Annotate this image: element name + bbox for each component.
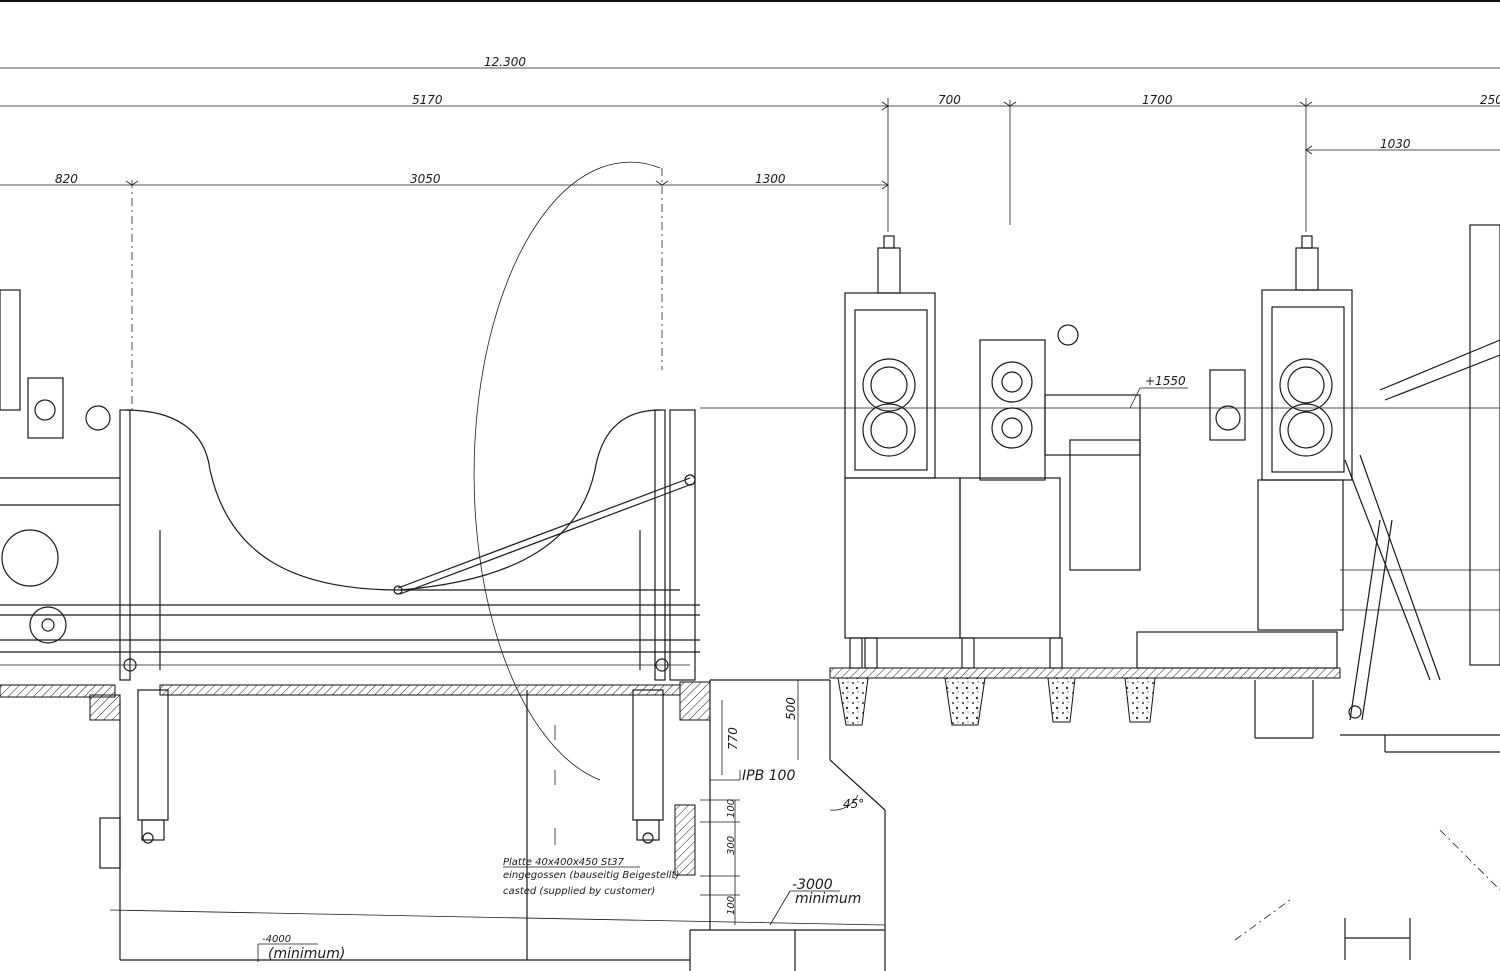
- loop-pit: [124, 161, 696, 781]
- pit-dimensions: 500 770 100 300 100 45°: [700, 680, 864, 925]
- level-4000-note: (minimum): [268, 946, 345, 962]
- dimension-lines: [0, 67, 1500, 410]
- roll-stand-1: [844, 235, 961, 669]
- dim-3050: 3050: [410, 172, 441, 186]
- pit-outline: [109, 679, 1500, 971]
- dim-700: 700: [938, 93, 961, 107]
- dim-100a: 100: [726, 799, 737, 818]
- left-stand: [0, 289, 696, 681]
- dim-1700: 1700: [1142, 93, 1173, 107]
- dim-overall: 12.300: [484, 55, 526, 69]
- angle-45: 45°: [843, 797, 864, 811]
- plate-line2: eingegossen (bauseitig Beigestellt): [503, 870, 679, 881]
- dim-1030: 1030: [1380, 137, 1411, 151]
- cylinders: [99, 658, 696, 876]
- bottom-right-detail: [1234, 829, 1500, 960]
- dim-500: 500: [784, 697, 798, 720]
- gearbox: [959, 324, 1141, 669]
- level-3000: -3000: [792, 877, 833, 893]
- tracks: [0, 407, 1500, 666]
- dim-100b: 100: [726, 896, 737, 915]
- plate-line1: Platte 40x400x450 St37: [503, 857, 625, 868]
- level-4000: -4000: [262, 934, 291, 945]
- dim-5170: 5170: [412, 93, 443, 107]
- dim-300: 300: [726, 836, 737, 855]
- dim-820: 820: [55, 172, 78, 186]
- labels: IPB 100 Platte 40x400x450 St37 eingegoss…: [257, 768, 861, 962]
- ipb-label: IPB 100: [742, 768, 795, 784]
- level-3000-note: minimum: [795, 891, 861, 907]
- plate-line3: casted (supplied by customer): [503, 886, 655, 897]
- dim-1300: 1300: [755, 172, 786, 186]
- guide: [1136, 369, 1338, 669]
- dimension-texts: 12.300 5170 700 1700 250 1030 820 3050 1…: [55, 55, 1500, 186]
- dim-770: 770: [726, 727, 740, 750]
- dim-250: 250: [1480, 93, 1500, 107]
- roll-stand-2: [1257, 224, 1500, 721]
- level-1550: +1550: [1145, 374, 1186, 388]
